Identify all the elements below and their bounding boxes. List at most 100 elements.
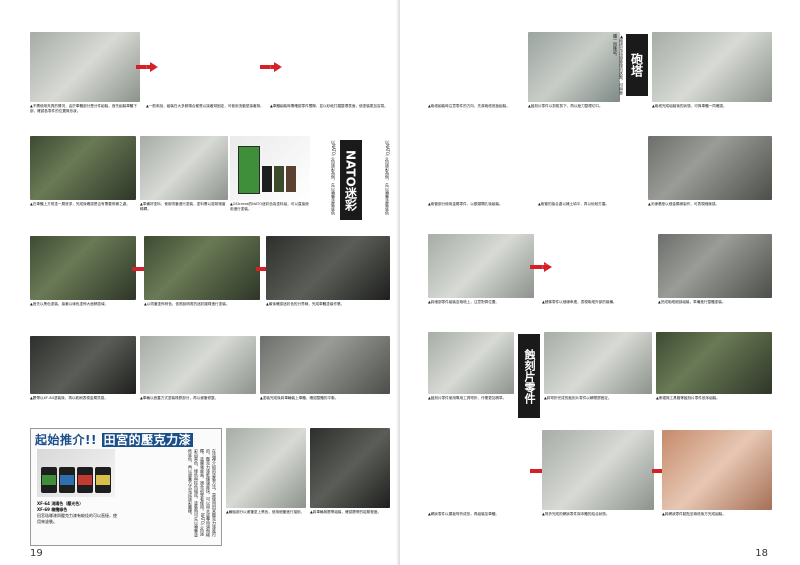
arrow-right-icon [260, 62, 282, 72]
photo-mesh-attached [662, 430, 772, 510]
caption-l12: ▲塗裝完成後將車輪裝上車體，確認整體的平衡。 [260, 396, 339, 400]
paint-jar-icon [41, 467, 57, 493]
step-r1: ▲砲塔組裝時注意零件的方向，先將砲塔底板組裝。 [428, 32, 524, 132]
paint-jar-icon [262, 166, 272, 192]
step-l11: ▲車輪以遮蓋方式塗裝橡膠部分，再以畫筆修整。 [140, 336, 256, 424]
step-l5: ▲準備好塗料，使用噴筆進行塗裝，塗料需以溶劑適當稀釋。 [140, 136, 228, 232]
step-r10: ▲蝕刻片零件使用專用工具彎折，作業更加精準。 [428, 332, 514, 424]
step-l3: ▲車體組裝時需確認零件間隙，並以砂紙打磨整理表面，使塗裝更加容易。 [270, 32, 390, 132]
paint-jar-icon [77, 467, 93, 493]
sidebar-tag-2: XF-69 橄欖綠色 [37, 507, 68, 512]
sidebar-body: 在這裡介紹的塗裝方法，是使用田宮壓克力漆進行的。壓克力漆乾燥速度快，可以用水或專… [188, 449, 217, 537]
photo-brown-coat [144, 236, 260, 300]
caption-l6: ▲GSIcreos的NATO迷彩色為塗料組，可以直接使用進行塗裝。 [230, 202, 309, 211]
caption-l2: ▲一般來說，組裝在大多數場合都是以接著劑固定，可使用流動型接著劑。 [146, 104, 264, 108]
step-r5: ▲砲管的接合處以補土填平，再以砂紙打磨。 [538, 136, 644, 230]
photo-tank-side [652, 32, 772, 102]
arrow-right-icon [136, 62, 158, 72]
caption-r14: ▲彎折完成的網狀零件與本體的結合狀態。 [542, 512, 610, 516]
caption-l3: ▲車體組裝時需確認零件間隙，並以砂紙打磨整理表面，使塗裝更加容易。 [270, 104, 388, 108]
sidebar-title-pre: 起始推介!! [35, 433, 97, 447]
page-number-right: 18 [755, 548, 768, 559]
sidebar-note: XF-64 消陽色（壓光色） XF-69 橄欖綠色 田宮琺瑯漆與壓克力漆有較佳的… [37, 501, 117, 525]
step-r15: ▲將網狀零件黏貼至砲塔後方完成組裝。 [662, 430, 772, 544]
sidebar-tag-1: XF-64 消陽色（壓光色） [37, 501, 84, 506]
caption-r4: ▲砲管部分使用金屬零件，以鑽頭開孔後組裝。 [428, 202, 503, 206]
photo-barrel-parts [538, 136, 644, 200]
caption-l5: ▲準備好塗料，使用噴筆進行塗裝，塗料需以溶劑適當稀釋。 [140, 202, 226, 211]
photo-antenna [648, 136, 772, 200]
caption-l4: ▲在車體上方噴塗一層底漆，完成後確認是否有需要修補之處。 [30, 202, 130, 206]
caption-l14: ▲將車輪與履帶組裝，確認履帶的鬆緊程度。 [310, 510, 382, 514]
caption-r11: ▲將彎折完成的蝕刻片零件以瞬間膠固定。 [544, 396, 612, 400]
step-l14: ▲將車輪與履帶組裝，確認履帶的鬆緊程度。 [310, 428, 390, 544]
sidebar-tamiya: 起始推介!! 田宮的壓克力漆 XF-64 消陽色（壓光色） XF-69 橄欖綠色… [30, 428, 222, 546]
caption-r1: ▲砲塔組裝時注意零件的方向，先將砲塔底板組裝。 [428, 104, 510, 108]
arrow-right-icon [530, 262, 552, 272]
photo-parts-on-mat [146, 32, 264, 102]
photo-black-coat [30, 236, 136, 300]
caption-l11: ▲車輪以遮蓋方式塗裝橡膠部分，再以畫筆修整。 [140, 396, 219, 400]
step-r3: ▲砲塔完成組裝後的狀態，可與車體一同確認。 [652, 32, 772, 132]
step-l2: ▲一般來說，組裝在大多數場合都是以接著劑固定，可使用流動型接著劑。 [146, 32, 264, 132]
step-l1: ▲不需使用夾具的情況，由於車體部分是分件組裝，首先組裝車體下部，確認各零件的位置… [30, 32, 140, 132]
photo-etch-tool [428, 332, 514, 394]
photo-mesh-part [542, 430, 654, 510]
caption-l9: ▲最後確認迷彩色的分界線，完成車體塗裝作業。 [266, 302, 345, 306]
step-r13: ▲網狀零件以模板彎折成形，再組裝至車體。 [428, 430, 534, 544]
caption-r5: ▲砲管的接合處以補土填平，再以砂紙打磨。 [538, 202, 610, 206]
step-r9: ▲完成砲塔細部組裝，準備進行整體塗裝。 [658, 234, 772, 328]
sidebar-title: 起始推介!! 田宮的壓克力漆 [35, 431, 194, 448]
step-l7: ▲首先以黑色塗裝，接著以綠色塗佈大面積區域。 [30, 236, 136, 332]
caption-l13: ▲輪胎部分以畫筆塗上黑色，使用細筆進行描繪。 [226, 510, 305, 514]
step-l10: ▲履帶以XF-84塗裝後，再以乾刷表現金屬質感。 [30, 336, 136, 424]
photo-airbrush [140, 136, 228, 200]
caption-l7: ▲首先以黑色塗裝，接著以綠色塗佈大面積區域。 [30, 302, 109, 306]
step-r8: ▲鏈條零件以細線串連，表現砲塔外部的裝備。 [542, 234, 654, 328]
sidebar-note-body: 田宮琺瑯漆與壓克力漆有較佳的可以直接，使用來塗裝。 [37, 513, 117, 524]
left-page: ▲不需使用夾具的情況，由於車體部分是分件組裝，首先組裝車體下部，確認各零件的位置… [30, 32, 390, 559]
caption-r9: ▲完成砲塔細部組裝，準備進行整體塗裝。 [658, 300, 726, 304]
caption-r12: ▲側裙與工具箱等蝕刻片零件依序組裝。 [656, 396, 720, 400]
paint-jar-icon [59, 467, 75, 493]
section-title-turret: 砲塔 [626, 34, 648, 96]
photo-hull-sanding [270, 32, 390, 102]
caption-l1: ▲不需使用夾具的情況，由於車體部分是分件組裝，首先組裝車體下部，確認各零件的位置… [30, 104, 137, 113]
section-desc-nato: 以NATO三色迷彩為例，先以噴筆塗裝底色 [385, 140, 390, 216]
step-r2: ▲蝕刻片零件以剪鉗剪下，再以銼刀整理切口。 [528, 32, 620, 132]
right-page: ▲砲塔組裝時注意零件的方向，先將砲塔底板組裝。 ▲蝕刻片零件以剪鉗剪下，再以銼刀… [400, 0, 800, 565]
step-l6: ▲GSIcreos的NATO迷彩色為塗料組，可以直接使用進行塗裝。 [230, 136, 310, 232]
photo-chain [542, 234, 654, 298]
caption-r10: ▲蝕刻片零件使用專用工具彎折，作業更加精準。 [428, 396, 507, 400]
step-l4: ▲在車體上方噴塗一層底漆，完成後確認是否有需要修補之處。 [30, 136, 136, 232]
photo-etch-cutting [528, 32, 620, 102]
step-r7: ▲將細部零件組裝至砲塔上，注意對齊位置。 [428, 234, 534, 328]
photo-mesh-forming [428, 430, 534, 510]
caption-r3: ▲砲塔完成組裝後的狀態，可與車體一同確認。 [652, 104, 727, 108]
section-title-nato: NATO迷彩 [340, 140, 362, 220]
page-number-left: 19 [30, 548, 43, 559]
caption-l10: ▲履帶以XF-84塗裝後，再以乾刷表現金屬質感。 [30, 396, 108, 400]
photo-detail-parts [428, 234, 534, 298]
photo-track-assembly [310, 428, 390, 508]
step-l12: ▲塗裝完成後將車輪裝上車體，確認整體的平衡。 [260, 336, 390, 424]
photo-turret-done [658, 234, 772, 298]
caption-l8: ▲以噴筆塗佈棕色，依照說明書的迷彩圖樣進行塗裝。 [144, 302, 230, 306]
step-r4: ▲砲管部分使用金屬零件，以鑽頭開孔後組裝。 [428, 136, 534, 230]
photo-barrel-drill [428, 136, 534, 200]
photo-side-skirt [656, 332, 772, 394]
photo-wheel-painting [226, 428, 306, 508]
step-r14: ▲彎折完成的網狀零件與本體的結合狀態。 [542, 430, 654, 544]
section-title-etch: 蝕刻片零件 [518, 334, 540, 418]
step-r11: ▲將彎折完成的蝕刻片零件以瞬間膠固定。 [544, 332, 652, 424]
photo-primer-hull [30, 136, 136, 200]
section-desc-turret: ▲砲塔完成組裝後的狀態，可與車體一同確認。 [613, 34, 624, 95]
step-r12: ▲側裙與工具箱等蝕刻片零件依序組裝。 [656, 332, 772, 424]
caption-r15: ▲將網狀零件黏貼至砲塔後方完成組裝。 [662, 512, 726, 516]
caption-r13: ▲網狀零件以模板彎折成形，再組裝至車體。 [428, 512, 500, 516]
photo-camo-done [266, 236, 390, 300]
section-sub-nato: 以NATO三色迷彩為例，先以噴筆塗裝底色 [331, 140, 336, 216]
photo-wheels [140, 336, 256, 394]
caption-r8: ▲鏈條零件以細線串連，表現砲塔外部的裝備。 [542, 300, 617, 304]
